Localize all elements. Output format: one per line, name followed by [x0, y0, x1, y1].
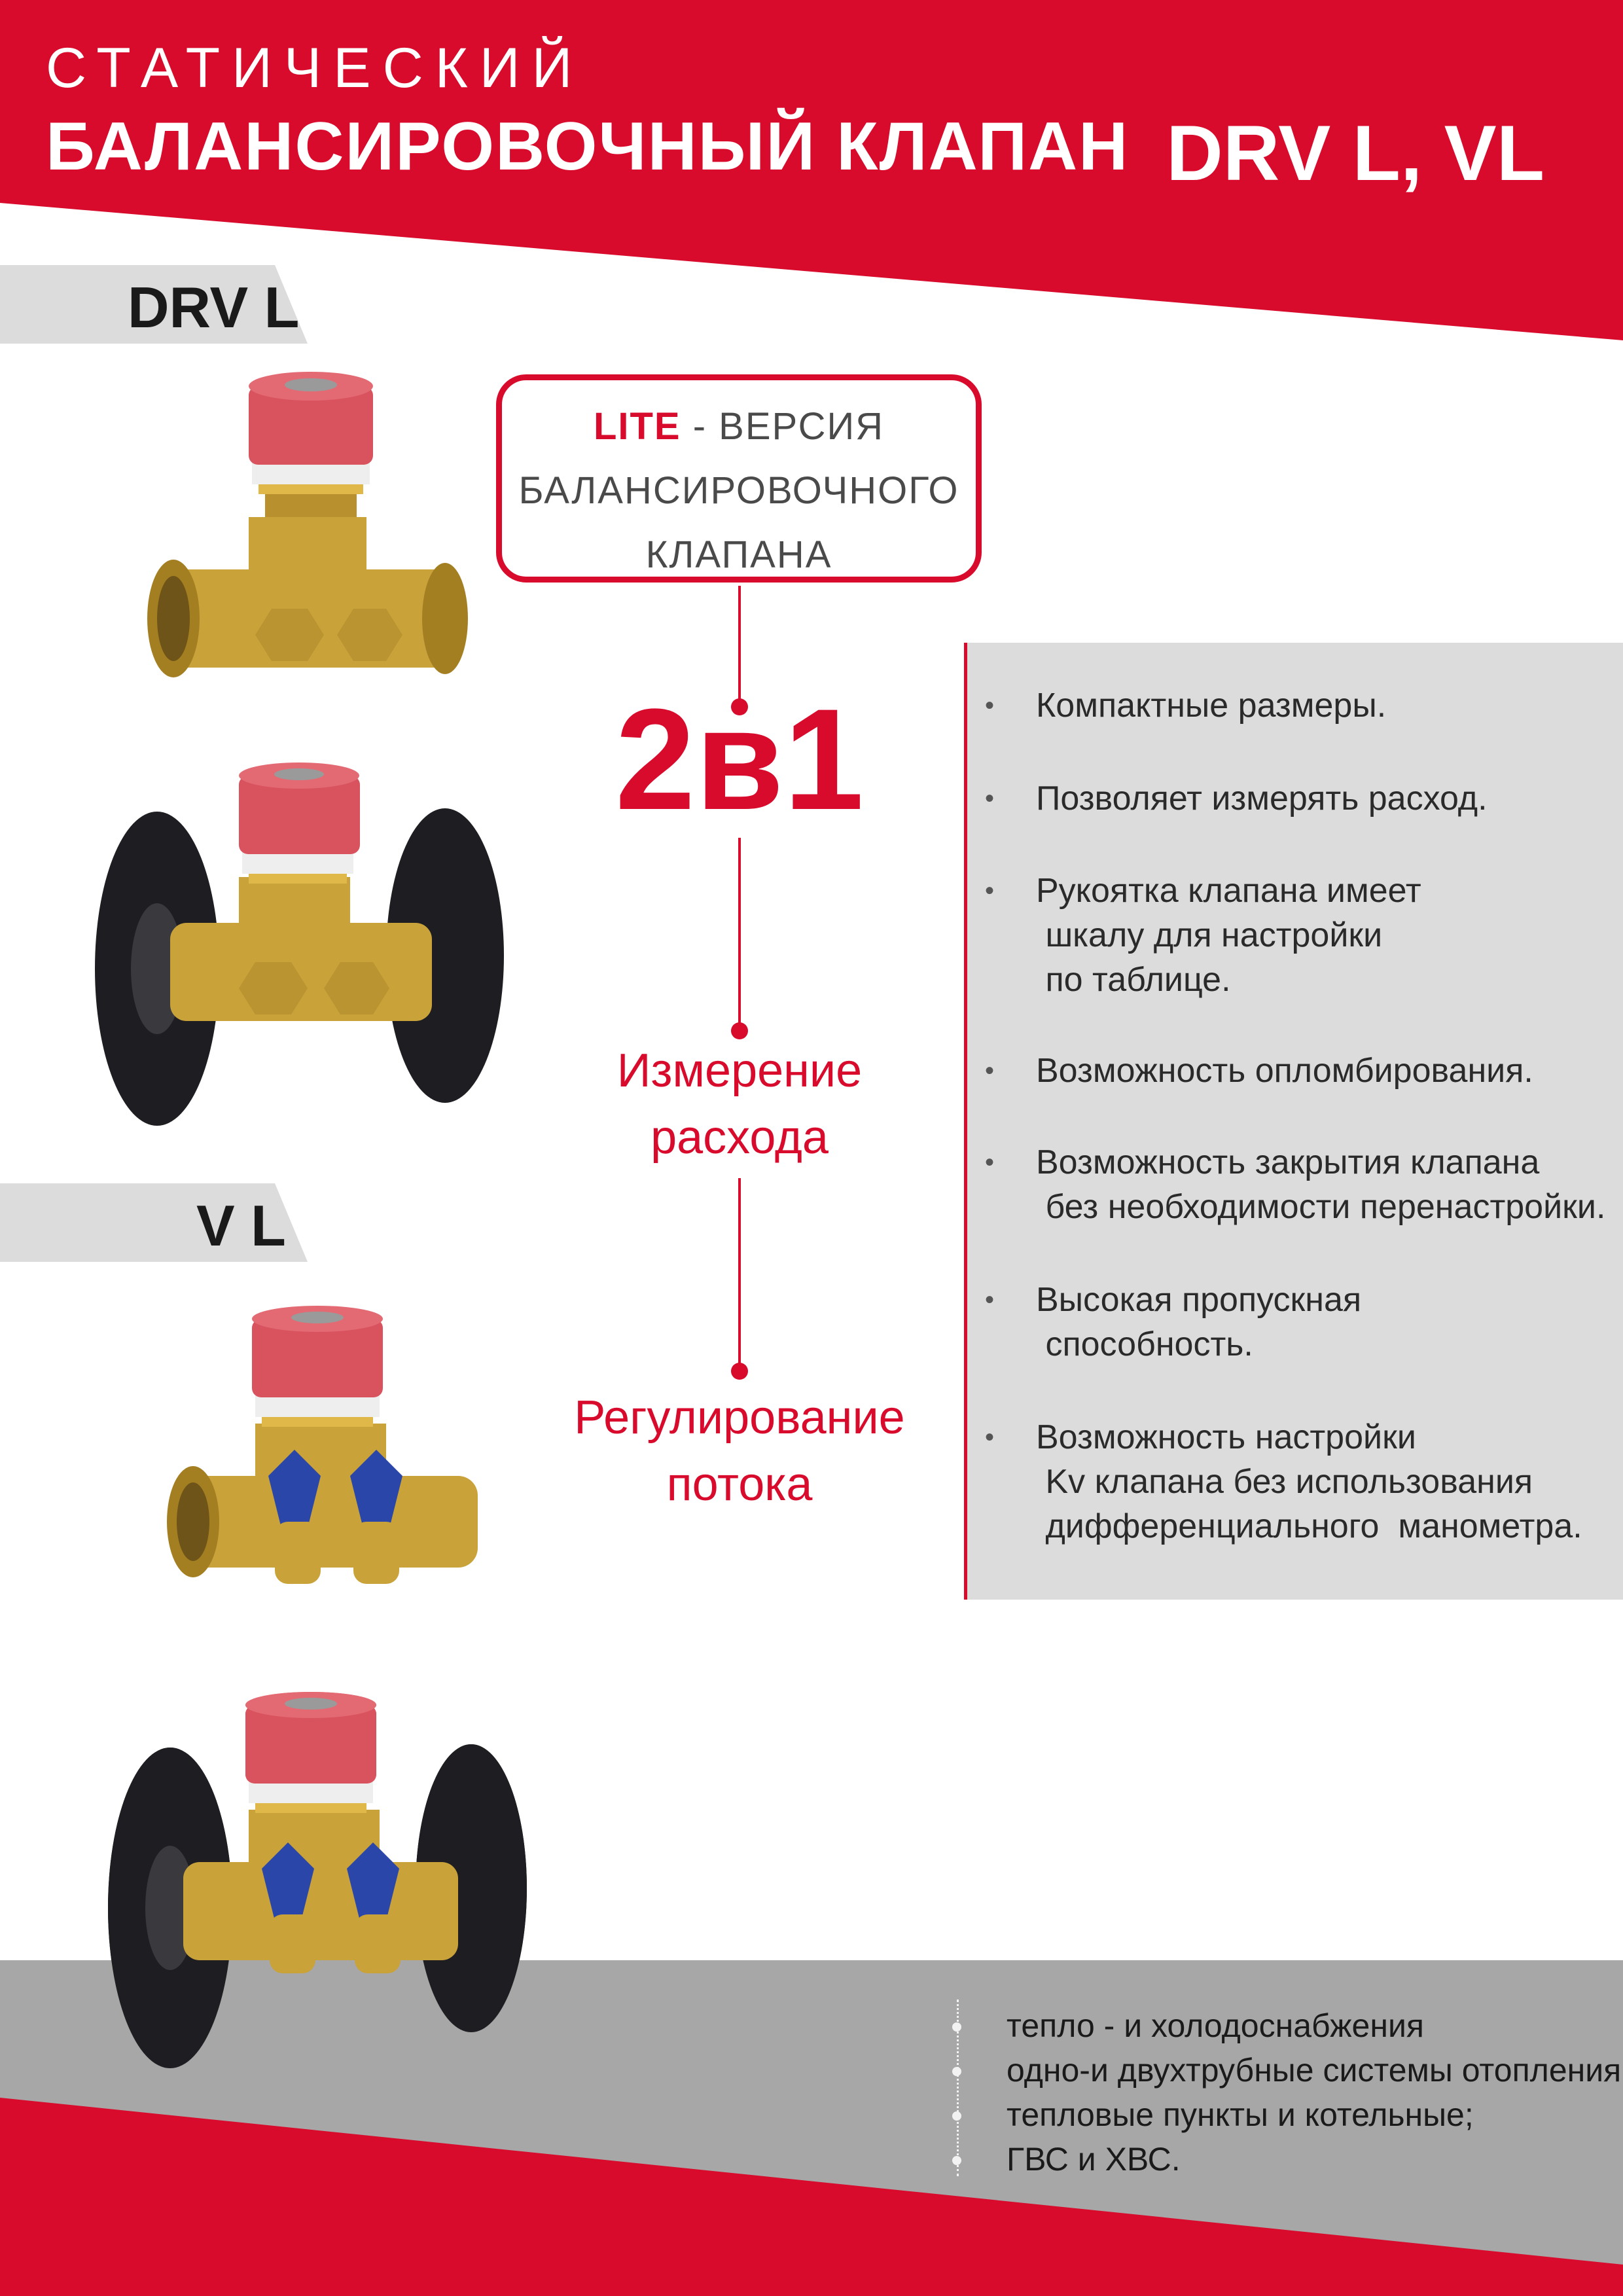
- timeline-step2-line2: потока: [666, 1458, 813, 1511]
- feature-line: Kv клапана без использования: [1036, 1463, 1533, 1501]
- timeline-dot-3: [731, 1363, 748, 1380]
- feature-line: дифференциального манометра.: [1036, 1507, 1582, 1545]
- feature-line: Возможность закрытия клапана: [1036, 1143, 1540, 1181]
- application-item: одно-и двухтрубные системы отопления;: [1007, 2052, 1623, 2089]
- feature-item: • Возможность закрытия клапана без необх…: [985, 1140, 1612, 1229]
- application-item: тепловые пункты и котельные;: [1007, 2096, 1474, 2133]
- bullet-dot-icon: •: [985, 691, 995, 720]
- feature-line: Возможность настройки: [1036, 1418, 1416, 1456]
- feature-line: Рукоятка клапана имеет: [1036, 872, 1421, 910]
- feature-line: шкалу для настройки: [1036, 916, 1383, 954]
- feature-item: • Компактные размеры.: [985, 683, 1612, 728]
- feature-line: без необходимости перенастройки.: [1036, 1188, 1606, 1226]
- valve-image-drv-l-threaded: [147, 372, 468, 677]
- header-title-line2: БАЛАНСИРОВОЧНЫЙ КЛАПАН: [46, 109, 1130, 185]
- lite-keyword: LITE: [593, 405, 681, 448]
- lite-box-line1: LITE - ВЕРСИЯ: [502, 395, 976, 459]
- header-model-name: DRV L, VL: [1166, 109, 1544, 197]
- timeline-connector-3: [738, 1178, 741, 1368]
- section-label-drv-l: DRV L: [128, 275, 300, 340]
- feature-line: по таблице.: [1036, 961, 1231, 999]
- feature-item: • Возможность настройки Kv клапана без и…: [985, 1415, 1612, 1549]
- feature-line: Позволяет измерять расход.: [1036, 780, 1488, 817]
- feature-item: • Рукоятка клапана имеет шкалу для настр…: [985, 869, 1612, 1002]
- feature-item: • Высокая пропускная способность.: [985, 1278, 1612, 1367]
- two-in-one-headline: 2в1: [615, 679, 864, 840]
- application-item: ГВС и ХВС.: [1007, 2141, 1181, 2178]
- bullet-dot-icon: [952, 2067, 961, 2076]
- bullet-dot-icon: •: [985, 784, 995, 813]
- timeline-step-flow-measurement: Измерение расхода: [576, 1037, 903, 1171]
- application-item: тепло - и холодоснабжения: [1007, 2007, 1424, 2044]
- timeline-dot-2: [731, 1022, 748, 1039]
- features-panel: • Компактные размеры. • Позволяет измеря…: [964, 643, 1623, 1600]
- feature-line: Высокая пропускная: [1036, 1281, 1362, 1319]
- timeline-dot-1: [731, 698, 748, 715]
- timeline-connector-1: [738, 586, 741, 707]
- timeline-connector-2: [738, 838, 741, 1031]
- header-background: [0, 0, 1623, 340]
- feature-line: Возможность опломбирования.: [1036, 1052, 1533, 1090]
- header-title-line1: СТАТИЧЕСКИЙ: [46, 37, 584, 99]
- bullet-dot-icon: [952, 2111, 961, 2121]
- valve-image-drv-l-flanged: [95, 762, 504, 1126]
- lite-version-box: LITE - ВЕРСИЯ БАЛАНСИРОВОЧНОГО КЛАПАНА: [496, 374, 982, 583]
- bullet-dot-icon: •: [985, 1148, 995, 1177]
- lite-box-line3: КЛАПАНА: [645, 533, 832, 576]
- timeline-step1-line2: расхода: [651, 1111, 829, 1164]
- bullet-dot-icon: •: [985, 1056, 995, 1085]
- bullet-dot-icon: [952, 2156, 961, 2165]
- valve-image-vl-threaded: [167, 1306, 478, 1584]
- bullet-dot-icon: •: [985, 876, 995, 905]
- feature-item: • Позволяет измерять расход.: [985, 776, 1612, 821]
- section-tab-vl: V L: [0, 1183, 308, 1262]
- timeline-step1-line1: Измерение: [616, 1045, 863, 1097]
- feature-line: Компактные размеры.: [1036, 687, 1387, 725]
- section-label-vl: V L: [196, 1193, 286, 1258]
- bullet-dot-icon: [952, 2022, 961, 2032]
- section-tab-drv-l: DRV L: [0, 265, 308, 344]
- timeline-step2-line1: Регулирование: [574, 1391, 905, 1444]
- timeline-step-flow-regulation: Регулирование потока: [543, 1384, 936, 1518]
- lite-box-line2: БАЛАНСИРОВОЧНОГО: [518, 469, 959, 512]
- applications-dotted-line: [957, 2000, 959, 2176]
- bullet-dot-icon: •: [985, 1285, 995, 1314]
- valve-image-vl-flanged-overlay: [108, 1692, 527, 2068]
- lite-box-line1-rest: - ВЕРСИЯ: [681, 405, 885, 448]
- feature-item: • Возможность опломбирования.: [985, 1049, 1612, 1093]
- feature-line: способность.: [1036, 1325, 1253, 1363]
- bullet-dot-icon: •: [985, 1423, 995, 1452]
